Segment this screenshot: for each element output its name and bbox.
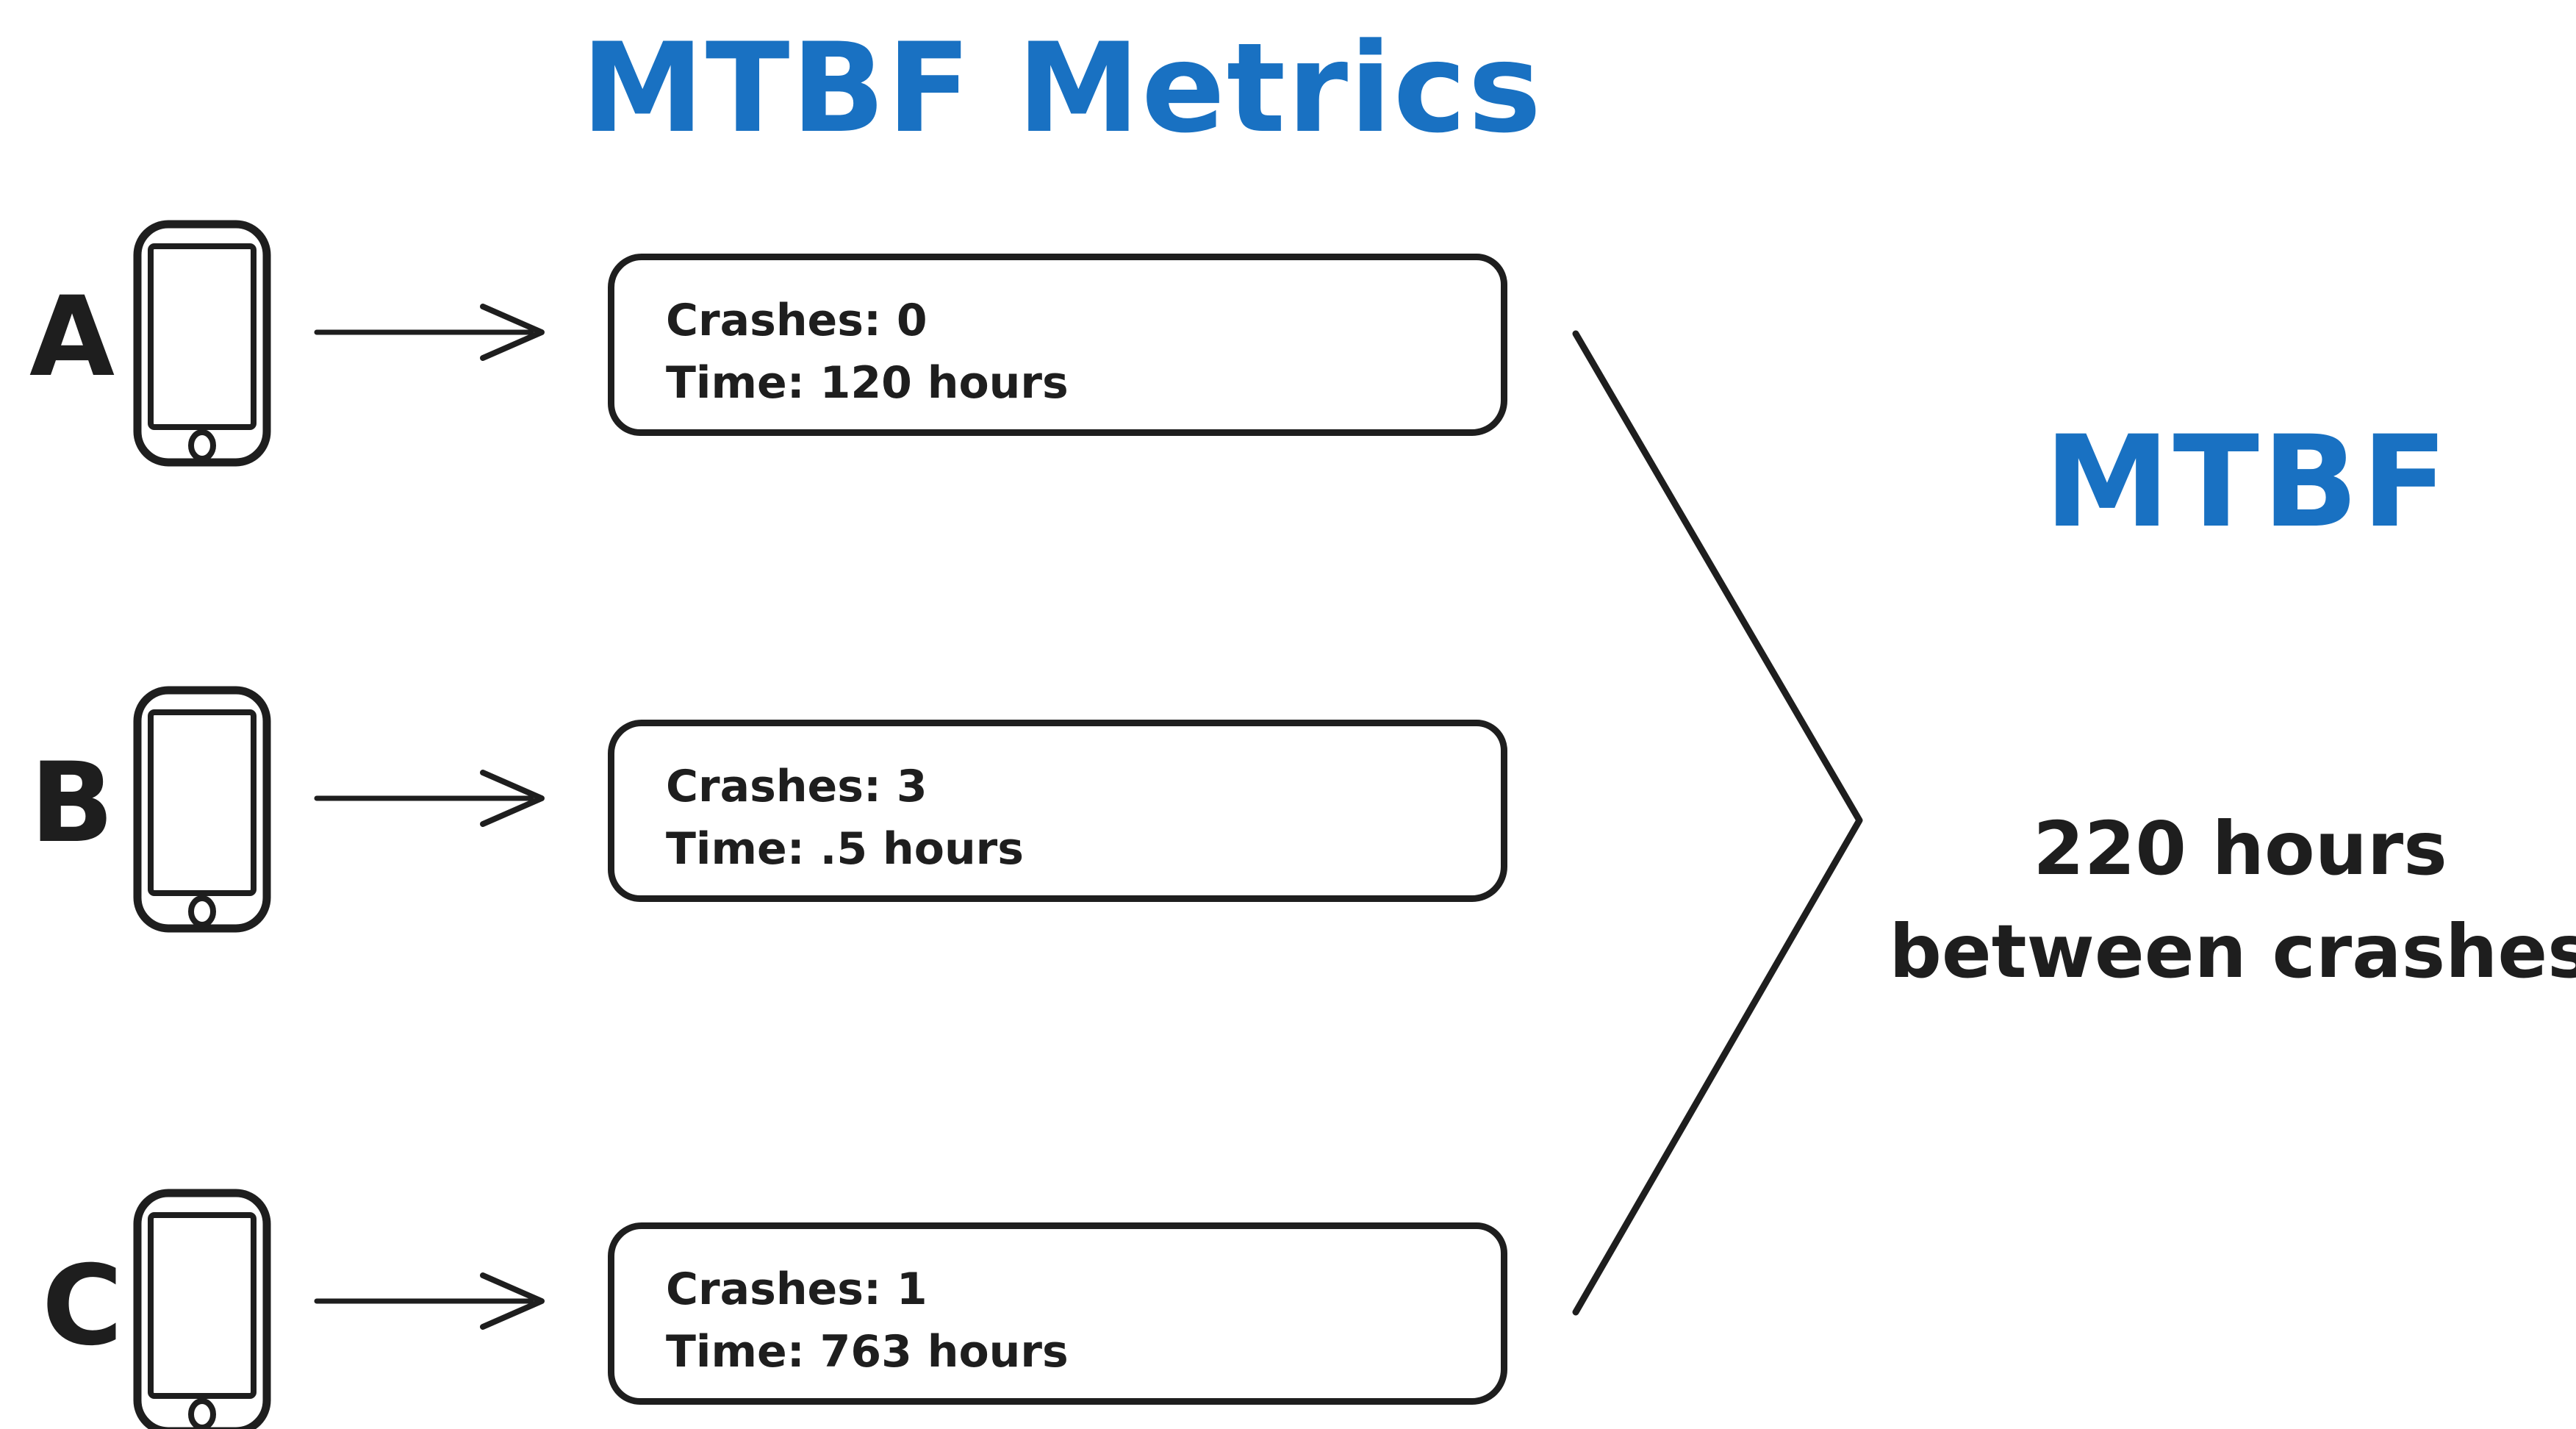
time-line: Time: .5 hours	[666, 823, 1024, 875]
arrow-right-icon	[314, 304, 545, 361]
device-label-c: C	[41, 1242, 123, 1370]
smartphone-icon	[133, 1189, 271, 1429]
metric-card-b: Crashes: 3 Time: .5 hours	[608, 720, 1507, 902]
result-line-1: 220 hours	[2033, 806, 2447, 892]
device-label-a: A	[29, 273, 115, 401]
smartphone-icon	[133, 686, 271, 933]
diagram-title: MTBF Metrics	[581, 16, 1543, 160]
time-line: Time: 763 hours	[666, 1326, 1069, 1378]
crashes-line: Crashes: 1	[666, 1264, 928, 1315]
arrow-right-icon	[314, 770, 545, 827]
time-line: Time: 120 hours	[666, 357, 1069, 409]
smartphone-icon	[133, 220, 271, 467]
crashes-line: Crashes: 0	[666, 295, 928, 346]
crashes-line: Crashes: 3	[666, 761, 928, 812]
chevron-right-icon	[1572, 330, 1863, 1316]
mtbf-result-value: 220 hours between crashes	[1889, 798, 2576, 1003]
metric-card-c: Crashes: 1 Time: 763 hours	[608, 1222, 1507, 1405]
arrow-right-icon	[314, 1272, 545, 1330]
metric-card-a: Crashes: 0 Time: 120 hours	[608, 254, 1507, 436]
result-line-2: between crashes	[1889, 909, 2576, 995]
device-label-b: B	[29, 739, 115, 867]
mtbf-result-heading: MTBF	[2044, 408, 2451, 556]
